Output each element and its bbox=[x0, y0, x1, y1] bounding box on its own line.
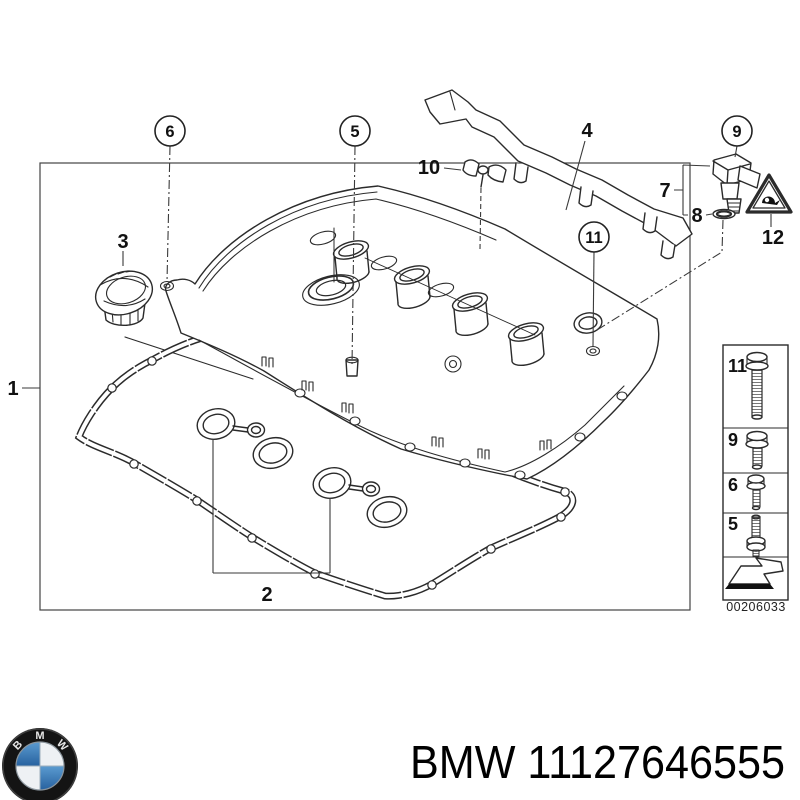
bolt-long-icon bbox=[745, 351, 769, 420]
callout-12[interactable]: 12 bbox=[762, 227, 784, 249]
sensor-port bbox=[573, 312, 603, 334]
legend-row-11[interactable]: 11 bbox=[728, 351, 769, 420]
callout-4[interactable]: 4 bbox=[581, 120, 593, 142]
legend-label: 6 bbox=[728, 475, 738, 495]
logo-letter-m: M bbox=[35, 730, 44, 742]
callout-circle-6[interactable]: 6 bbox=[154, 115, 186, 147]
oil-filler-cap bbox=[94, 270, 154, 327]
bmw-logo: B M W bbox=[2, 728, 78, 800]
callout-circle-9[interactable]: 9 bbox=[721, 115, 753, 147]
sealing-washer bbox=[712, 208, 736, 220]
legend-label: 9 bbox=[728, 430, 738, 450]
direction-arrow-icon bbox=[725, 557, 784, 589]
callout-1[interactable]: 1 bbox=[7, 378, 18, 400]
stud-with-nut-icon bbox=[746, 514, 766, 557]
legend-label: 11 bbox=[728, 356, 747, 376]
retaining-clip bbox=[462, 159, 507, 188]
image-code: 00206033 bbox=[726, 600, 786, 614]
legend-label: 5 bbox=[728, 514, 738, 534]
frame-box bbox=[39, 162, 691, 611]
callout-8[interactable]: 8 bbox=[691, 205, 702, 227]
cap-detail-line bbox=[124, 336, 254, 380]
eccentric-shaft-sensor bbox=[712, 153, 761, 214]
bolt-medium-icon bbox=[745, 430, 769, 470]
cable-rail bbox=[424, 89, 693, 260]
callout-circle-11[interactable]: 11 bbox=[578, 221, 610, 253]
spark-plug-gaskets bbox=[196, 408, 408, 529]
callout-label: 6 bbox=[165, 123, 174, 141]
callout-3[interactable]: 3 bbox=[117, 231, 128, 253]
valve-cover bbox=[159, 185, 660, 480]
callout-label: 11 bbox=[585, 229, 602, 247]
callout-2[interactable]: 2 bbox=[261, 584, 272, 606]
callout-label: 9 bbox=[732, 123, 741, 141]
bolt-small-icon bbox=[746, 474, 766, 511]
warning-triangle-icon bbox=[745, 173, 793, 214]
legend-row-5[interactable]: 5 bbox=[728, 514, 766, 557]
callout-label: 5 bbox=[350, 123, 359, 141]
stud-bosses bbox=[159, 280, 601, 377]
leader-lines bbox=[22, 140, 772, 574]
cover-ribs bbox=[261, 257, 552, 460]
callout-7[interactable]: 7 bbox=[659, 180, 670, 202]
callout-circle-5[interactable]: 5 bbox=[339, 115, 371, 147]
callout-10[interactable]: 10 bbox=[418, 157, 440, 179]
part-number-text: BMW 11127646555 bbox=[410, 736, 785, 788]
legend-row-6[interactable]: 6 bbox=[728, 474, 766, 511]
legend-box: 11 9 6 bbox=[722, 344, 789, 601]
legend-row-9[interactable]: 9 bbox=[728, 430, 769, 470]
